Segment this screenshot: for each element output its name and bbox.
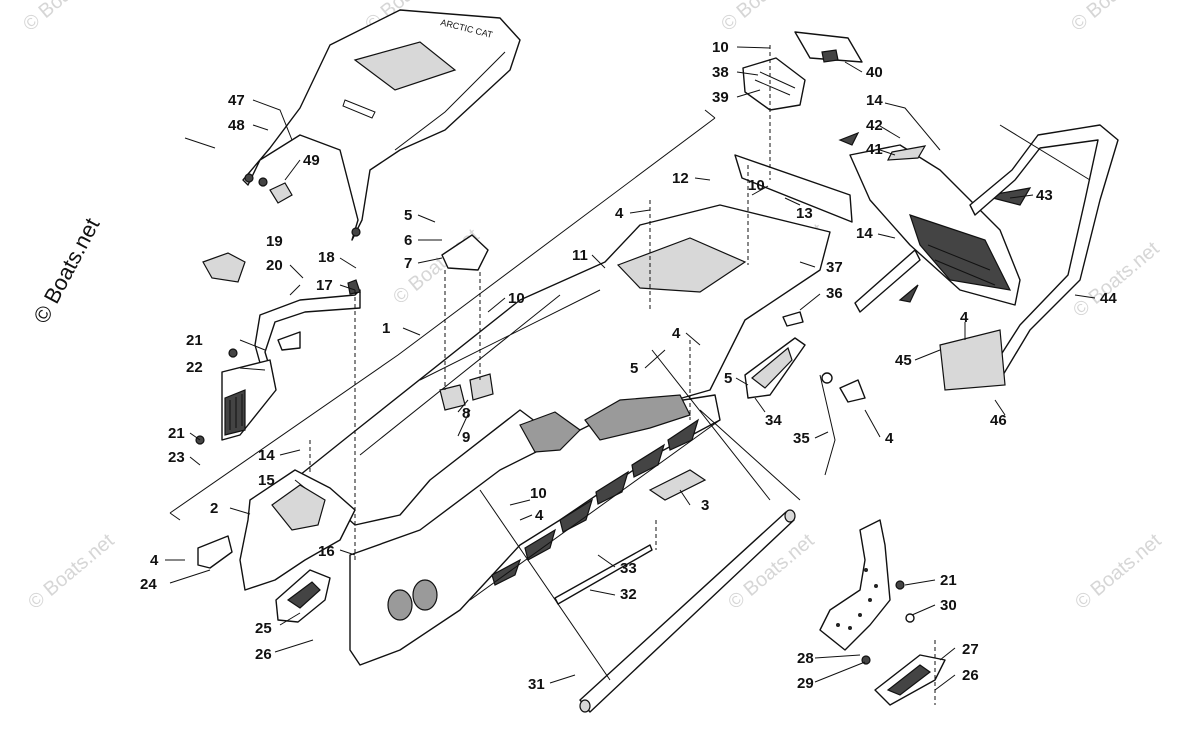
callout-10-right: 10 xyxy=(748,177,765,194)
callout-28: 28 xyxy=(797,650,814,667)
callout-4-center: 4 xyxy=(672,325,681,342)
callout-13: 13 xyxy=(796,205,813,222)
callout-14-right: 14 xyxy=(856,225,873,242)
callout-40: 40 xyxy=(866,64,883,81)
callout-37: 37 xyxy=(826,259,843,276)
callout-14-left: 14 xyxy=(258,447,275,464)
dashed-alignment xyxy=(309,45,936,705)
callout-16: 16 xyxy=(318,543,335,560)
callout-5-center: 5 xyxy=(630,360,638,377)
callout-4-right: 4 xyxy=(885,430,894,447)
leader-lines xyxy=(165,46,1096,691)
callout-33: 33 xyxy=(620,560,637,577)
side-watermark-text: © Boats.net xyxy=(28,214,104,328)
callout-22: 22 xyxy=(186,359,203,376)
watermark-text: © Boats.net xyxy=(24,529,119,613)
callout-27: 27 xyxy=(962,641,979,658)
watermark-text: © Boats.net xyxy=(717,0,812,36)
callout-21-left: 21 xyxy=(186,332,203,349)
callout-44: 44 xyxy=(1100,290,1117,307)
callout-35: 35 xyxy=(793,430,810,447)
callout-26-left: 26 xyxy=(255,646,272,663)
callout-9: 9 xyxy=(462,429,470,446)
callout-21-right: 21 xyxy=(940,572,957,589)
callout-4-far-right: 4 xyxy=(960,309,969,326)
callout-41: 41 xyxy=(866,141,883,158)
callout-6: 6 xyxy=(404,232,412,249)
callout-4-lower-left: 4 xyxy=(150,552,159,569)
callout-25: 25 xyxy=(255,620,272,637)
watermark-text: © Boats.net xyxy=(1071,529,1166,613)
center-brackets xyxy=(439,234,494,411)
left-brackets xyxy=(195,252,361,445)
callout-17: 17 xyxy=(316,277,333,294)
callout-30: 30 xyxy=(940,597,957,614)
callout-10-top: 10 xyxy=(712,39,729,56)
axle-bars xyxy=(554,509,796,713)
callout-19: 19 xyxy=(266,233,283,250)
rear-bracket-group xyxy=(734,154,866,476)
callout-10-lower: 10 xyxy=(530,485,547,502)
callout-24: 24 xyxy=(140,576,157,593)
callout-42: 42 xyxy=(866,117,883,134)
callout-4-top: 4 xyxy=(615,205,624,222)
callout-4-lower: 4 xyxy=(535,507,544,524)
callout-29: 29 xyxy=(797,675,814,692)
callout-labels: 47 48 49 19 20 17 18 21 22 21 23 14 15 2… xyxy=(140,39,1117,693)
watermark-text: © Boats.net xyxy=(19,0,114,36)
callout-36: 36 xyxy=(826,285,843,302)
callout-47: 47 xyxy=(228,92,245,109)
callout-8: 8 xyxy=(462,405,470,422)
callout-10-mid: 10 xyxy=(508,290,525,307)
callout-7: 7 xyxy=(404,255,412,272)
callout-11: 11 xyxy=(572,247,588,264)
callout-5-top: 5 xyxy=(404,207,412,224)
callout-1: 1 xyxy=(382,320,390,337)
top-brackets xyxy=(742,31,863,111)
callout-12: 12 xyxy=(672,170,689,187)
callout-14-top: 14 xyxy=(866,92,883,109)
callout-2: 2 xyxy=(210,500,218,517)
callout-45: 45 xyxy=(895,352,912,369)
callout-18: 18 xyxy=(318,249,335,266)
callout-34: 34 xyxy=(765,412,782,429)
small-plates xyxy=(197,469,707,623)
frame-outline xyxy=(169,109,716,521)
callout-38: 38 xyxy=(712,64,729,81)
callout-5-right: 5 xyxy=(724,370,732,387)
callout-43: 43 xyxy=(1036,187,1053,204)
tunnel-frame xyxy=(239,204,831,666)
callout-39: 39 xyxy=(712,89,729,106)
lower-right-parts xyxy=(819,519,946,706)
callout-46: 46 xyxy=(990,412,1007,429)
callout-32: 32 xyxy=(620,586,637,603)
callout-15: 15 xyxy=(258,472,275,489)
callout-31: 31 xyxy=(528,676,545,693)
seat-assembly: ARCTIC CAT xyxy=(184,9,521,241)
callout-21-lower: 21 xyxy=(168,425,185,442)
callout-20: 20 xyxy=(266,257,283,274)
callout-48: 48 xyxy=(228,117,245,134)
callout-23: 23 xyxy=(168,449,185,466)
watermark-text: © Boats.net xyxy=(1067,0,1162,36)
callout-26-right: 26 xyxy=(962,667,979,684)
callout-3: 3 xyxy=(701,497,709,514)
rear-tail-group xyxy=(838,124,1119,391)
tunnel-fins xyxy=(469,418,721,601)
callout-49: 49 xyxy=(303,152,320,169)
